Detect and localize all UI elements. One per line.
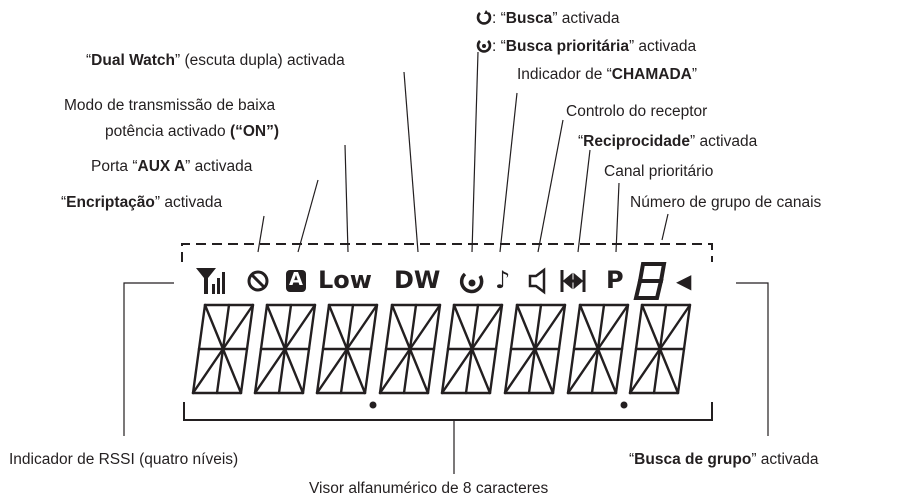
label-chamada: Indicador de “CHAMADA” xyxy=(517,66,698,83)
display-frame-bottom xyxy=(183,402,713,421)
display-frame-top xyxy=(181,243,713,262)
display-character xyxy=(378,303,442,395)
low-power-icon: Low xyxy=(318,266,372,294)
priority-channel-icon: P xyxy=(606,266,624,294)
label-canal-prioritario: Canal prioritário xyxy=(604,163,714,180)
scan-priority-dot xyxy=(468,279,476,287)
encryption-icon xyxy=(247,270,269,292)
scan-symbol-icon xyxy=(476,10,492,25)
label-low-power-line2: potência activado (“ON”) xyxy=(105,123,280,140)
display-character xyxy=(503,303,567,395)
label-receptor: Controlo do receptor xyxy=(566,103,708,120)
display-character xyxy=(253,303,317,395)
talkaround-icon xyxy=(560,270,586,292)
label-rssi: Indicador de RSSI (quatro níveis) xyxy=(9,451,239,468)
label-busca-grupo: “Busca de grupo” activada xyxy=(629,451,819,468)
label-low-power-line1: Modo de transmissão de baixa xyxy=(64,97,276,114)
scan-icon xyxy=(459,272,484,294)
speaker-icon xyxy=(528,267,546,295)
label-reciprocidade: “Reciprocidade” activada xyxy=(578,133,758,150)
label-busca: : “Busca” activada xyxy=(476,9,620,28)
leader-lines xyxy=(123,51,769,474)
label-busca-prioritaria: : “Busca prioritária” activada xyxy=(476,37,696,56)
aux-a-icon xyxy=(286,270,306,292)
decimal-point xyxy=(369,401,377,409)
display-character xyxy=(628,303,692,395)
antenna-rssi-icon xyxy=(196,268,225,294)
label-dual-watch: “Dual Watch” (escuta dupla) activada xyxy=(86,52,345,69)
group-scan-arrow-icon: ◀ xyxy=(676,269,692,293)
label-encriptacao: “Encriptação” activada xyxy=(61,194,223,211)
display-character xyxy=(191,303,255,395)
dual-watch-icon: DW xyxy=(394,266,441,294)
decimal-point xyxy=(620,401,628,409)
label-grupo-canais: Número de grupo de canais xyxy=(630,194,822,211)
label-visor: Visor alfanumérico de 8 caracteres xyxy=(309,480,549,497)
call-note-icon: ♪ xyxy=(495,266,511,294)
group-digit-icon xyxy=(633,262,667,300)
priority-scan-symbol-icon xyxy=(476,40,492,53)
alphanumeric-display xyxy=(191,303,692,409)
label-aux-a: Porta “AUX A” activada xyxy=(91,158,253,175)
display-character xyxy=(315,303,379,395)
aux-a-letter: A xyxy=(289,269,303,290)
display-character xyxy=(440,303,504,395)
display-character xyxy=(566,303,630,395)
